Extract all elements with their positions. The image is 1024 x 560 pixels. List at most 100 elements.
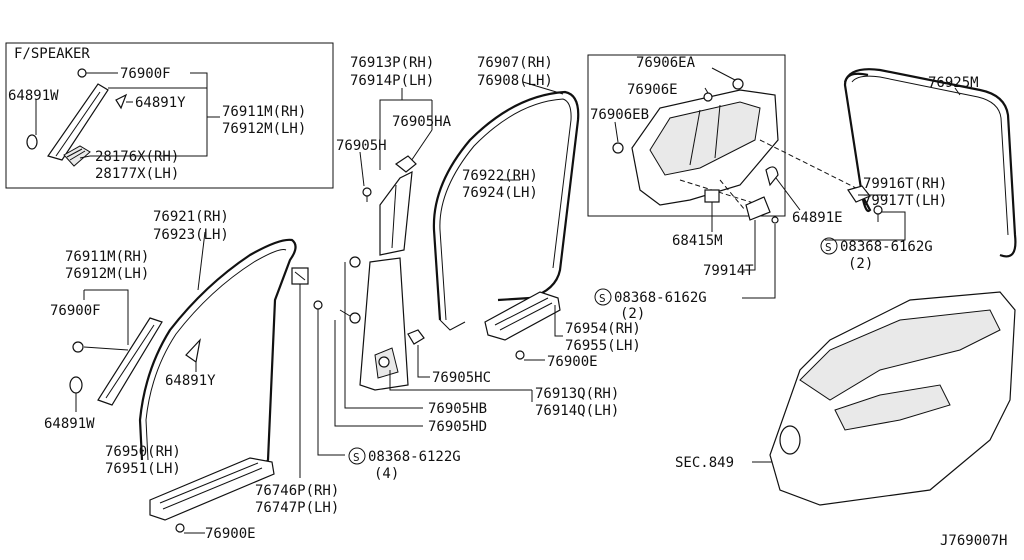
center-pillar-upper-finisher [379,170,413,256]
label-08368-6162G-a: 08368-6162G [840,239,933,255]
clip-76906EB-icon [612,142,624,154]
clip-76905HC-icon [407,329,425,345]
label-76913Q-rh: 76913Q(RH) [535,386,619,402]
label-76747P-lh: 76747P(LH) [255,500,339,516]
label-76913P-rh: 76913P(RH) [350,55,434,71]
label-76905HB: 76905HB [428,401,487,417]
label-08368-6122G-qty: (4) [374,466,399,482]
s-mark-b: S [599,292,606,305]
clip-76905H-icon [362,187,372,197]
clip-76900E-lower-icon [175,523,185,533]
label-76914P-lh: 76914P(LH) [350,73,434,89]
label-76921-rh: 76921(RH) [153,209,229,225]
front-pillar-weatherstrip-group: 76921(RH) 76923(LH) [138,209,297,471]
label-76922-rh: 76922(RH) [462,168,538,184]
clip-76906E-icon [703,92,713,102]
label-76900F: 76900F [50,303,101,319]
label-76908-lh: 76908(LH) [477,73,553,89]
clip-76906EA-icon [732,78,744,90]
inset-label-76912M-lh: 76912M(LH) [222,121,306,137]
label-76955-lh: 76955(LH) [565,338,641,354]
back-pillar-frame [587,54,786,217]
inset-title: F/SPEAKER [14,46,90,62]
front-pillar-finisher-group: 76911M(RH) 76912M(LH) 76900F 64891Y 6489… [44,249,216,432]
tag-64891Y-icon [185,338,201,364]
rear-kicking-plate-group: 76954(RH) 76955(LH) 76900E [484,291,641,370]
clip-76900F-icon [72,341,84,353]
back-door-clip-group: 79916T(RH) 79917T(LH) S 08368-6162G (2) [820,176,947,272]
label-76905HC: 76905HC [432,370,491,386]
inset-label-64891Y: 64891Y [135,95,186,111]
label-76906EA: 76906EA [636,55,696,71]
rear-door-weatherstrip [432,90,580,321]
front-kicking-plate-group: 76950(RH) 76951(LH) 76900E [105,444,275,542]
front-pillar-weatherstrip [138,238,297,471]
inset-tag-icon [115,93,128,110]
label-76905H: 76905H [336,138,387,154]
s-mark-icon-b [594,288,612,306]
label-76951-lh: 76951(LH) [105,461,181,477]
seal-grommet-group: 64891E 68415M 79914T [672,166,843,299]
clip-icon-upper-left [349,256,361,268]
sec849-side-trim-group: SEC.849 [675,291,1016,506]
label-76954-rh: 76954(RH) [565,321,641,337]
inset-clip-icon [77,68,87,78]
inset-seal-icon [26,134,38,150]
label-79917T-lh: 79917T(LH) [863,193,947,209]
back-door-weatherstrip-group: 76925M [843,68,1017,258]
screw-6162G-lower-group: S 08368-6162G (2) [594,288,707,322]
label-76906E: 76906E [627,82,678,98]
inset-frame [5,42,334,189]
block-68415M-icon [704,189,720,203]
clip-icon-mid-left [349,312,361,324]
label-64891Y: 64891Y [165,373,216,389]
label-79914T: 79914T [703,263,754,279]
inset-label-28176X-rh: 28176X(RH) [95,149,179,165]
label-76900E-upper: 76900E [547,354,598,370]
rear-door-weatherstrip-group: 76907(RH) 76908(LH) 76922(RH) 76924(LH) [432,55,580,331]
center-pillar-upper-group: 76913P(RH) 76914P(LH) 76905HA 76905H [336,55,452,256]
s-mark-icon-c [348,447,366,465]
label-76925M: 76925M [928,75,979,91]
diagram-code: J769007H [940,533,1007,549]
label-sec849: SEC.849 [675,455,734,471]
label-76905HD: 76905HD [428,419,487,435]
label-08368-6162G-b-qty: (2) [620,306,645,322]
inset-label-76911M-rh: 76911M(RH) [222,104,306,120]
label-76911M-rh: 76911M(RH) [65,249,149,265]
label-76905HA: 76905HA [392,114,452,130]
label-76923-lh: 76923(LH) [153,227,229,243]
label-64891E: 64891E [792,210,843,226]
label-76906EB: 76906EB [590,107,649,123]
label-08368-6162G-a-qty: (2) [848,256,873,272]
label-08368-6122G: 08368-6122G [368,449,461,465]
clip-79916T-icon [847,185,871,203]
label-76924-lh: 76924(LH) [462,185,538,201]
inset-label-76900F: 76900F [120,66,171,82]
center-pillar-lower-finisher [359,257,409,391]
clip-76905HA-icon [394,155,417,173]
label-79916T-rh: 79916T(RH) [863,176,947,192]
seal-64891W-icon [69,376,83,394]
f-speaker-inset: F/SPEAKER 76900F 64891W 64891Y 76911M(RH… [5,42,334,189]
s-mark-c: S [353,451,360,464]
clip-76900E-icon [515,350,525,360]
screw-6122G-icon [313,300,323,310]
inset-label-64891W: 64891W [8,88,59,104]
label-68415M: 68415M [672,233,723,249]
inset-label-28177X-lh: 28177X(LH) [95,166,179,182]
s-mark-a: S [825,241,832,254]
label-76746P-rh: 76746P(RH) [255,483,339,499]
label-76914Q-lh: 76914Q(LH) [535,403,619,419]
label-64891W: 64891W [44,416,95,432]
label-08368-6162G-b: 08368-6162G [614,290,707,306]
label-76900E-lower: 76900E [205,526,256,542]
seal-64891E-icon [765,166,779,187]
s-mark-icon-a [820,237,838,255]
label-76907-rh: 76907(RH) [477,55,553,71]
bracket-76746P-group: S 08368-6122G (4) 76746P(RH) 76747P(LH) [255,267,461,516]
back-pillar-box: 76906EA 76906E 76906EB [587,54,786,217]
label-76950-rh: 76950(RH) [105,444,181,460]
striker-79914T-icon [745,196,771,221]
